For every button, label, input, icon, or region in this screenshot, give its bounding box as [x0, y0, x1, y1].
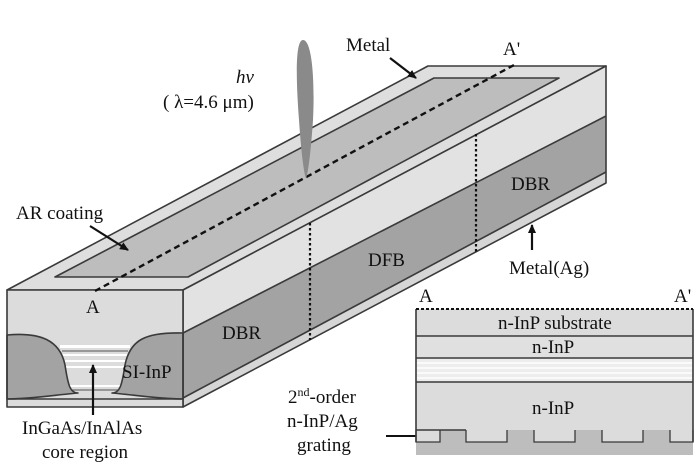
cross-section-label-substrate: n-InP substrate — [498, 313, 612, 334]
cross-section-core — [416, 358, 693, 382]
label-metal-top: Metal — [346, 35, 390, 56]
label-core-line2: core region — [42, 442, 128, 463]
label-grating-line1: 2nd-order — [288, 385, 357, 408]
label-metal-ag: Metal(Ag) — [509, 258, 589, 279]
cross-section-label-a: A — [419, 286, 433, 307]
device-3d — [6, 40, 607, 408]
label-ar-coating: AR coating — [16, 203, 104, 224]
cross-section-label-upper-cladding: n-InP — [532, 337, 574, 358]
label-wavelength: ( λ=4.6 μm) — [163, 92, 254, 113]
si-inp-left — [6, 333, 79, 400]
ar-coating-arrow — [89, 225, 129, 251]
label-a-front: A — [86, 297, 100, 318]
cross-section-label-lower-cladding: n-InP — [532, 398, 574, 419]
si-inp-right — [111, 332, 184, 400]
front-facet — [6, 289, 184, 408]
label-photon: hv — [236, 67, 255, 88]
section-dividers — [308, 134, 478, 340]
label-dfb: DFB — [368, 250, 405, 271]
metal-arrow — [389, 57, 417, 79]
label-grating-line2: n-InP/Ag — [287, 411, 358, 432]
side-grating-layer — [183, 116, 606, 398]
label-dbr-front: DBR — [222, 323, 261, 344]
side-metal-ag-layer — [183, 172, 606, 407]
label-grating-line3: grating — [297, 435, 351, 456]
side-upper-layer — [183, 66, 606, 333]
grating-teeth — [415, 430, 694, 443]
emission-beam — [296, 40, 314, 178]
label-core-line1: InGaAs/InAlAs — [22, 418, 142, 439]
cross-section — [415, 308, 694, 455]
cross-section-label-a-prime: A' — [674, 286, 691, 307]
label-a-prime-top: A' — [503, 39, 520, 60]
label-dbr-back: DBR — [511, 174, 550, 195]
label-si-inp: SI-InP — [122, 362, 172, 383]
